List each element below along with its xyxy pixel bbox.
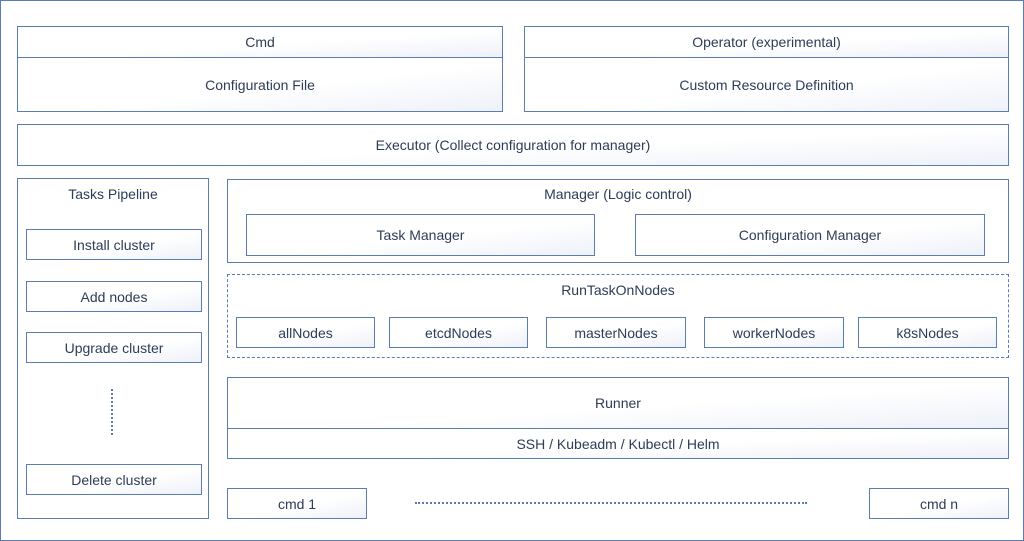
custom-resource-definition-label: Custom Resource Definition xyxy=(679,76,854,93)
operator-title: Operator (experimental) xyxy=(692,34,841,50)
pipeline-ellipsis xyxy=(111,389,113,435)
cmd-ellipsis xyxy=(415,502,807,504)
run-task-on-nodes-title: RunTaskOnNodes xyxy=(561,282,675,298)
worker-nodes-box: workerNodes xyxy=(704,317,844,348)
install-cluster-label: Install cluster xyxy=(73,236,155,253)
operator-title-box: Operator (experimental) xyxy=(524,26,1009,58)
runner-tools-label: SSH / Kubeadm / Kubectl / Helm xyxy=(516,435,720,452)
master-nodes-box: masterNodes xyxy=(546,317,686,348)
cmd-title-box: Cmd xyxy=(17,26,503,58)
configuration-manager-label: Configuration Manager xyxy=(738,227,882,243)
cmd-1-box: cmd 1 xyxy=(227,488,367,519)
upgrade-cluster-label: Upgrade cluster xyxy=(64,339,164,356)
cmd-n-box: cmd n xyxy=(869,488,1009,519)
worker-nodes-label: workerNodes xyxy=(732,324,816,341)
executor-box: Executor (Collect configuration for mana… xyxy=(17,124,1009,166)
custom-resource-definition-box: Custom Resource Definition xyxy=(524,57,1009,112)
configuration-manager-box: Configuration Manager xyxy=(635,214,985,256)
manager-title: Manager (Logic control) xyxy=(544,186,692,202)
delete-cluster-label: Delete cluster xyxy=(71,471,157,488)
etcd-nodes-label: etcdNodes xyxy=(425,324,492,341)
master-nodes-label: masterNodes xyxy=(574,324,658,341)
runner-tools-box: SSH / Kubeadm / Kubectl / Helm xyxy=(227,428,1009,459)
task-manager-box: Task Manager xyxy=(246,214,595,256)
k8s-nodes-box: k8sNodes xyxy=(858,317,997,348)
tasks-pipeline-title: Tasks Pipeline xyxy=(68,186,158,202)
add-nodes-label: Add nodes xyxy=(80,288,148,305)
runner-label: Runner xyxy=(595,395,641,411)
upgrade-cluster-box: Upgrade cluster xyxy=(26,332,202,363)
all-nodes-label: allNodes xyxy=(278,324,333,341)
add-nodes-box: Add nodes xyxy=(26,281,202,312)
executor-label: Executor (Collect configuration for mana… xyxy=(375,137,651,153)
configuration-file-label: Configuration File xyxy=(205,76,315,93)
k8s-nodes-label: k8sNodes xyxy=(896,324,959,341)
cmd-1-label: cmd 1 xyxy=(277,495,317,512)
install-cluster-box: Install cluster xyxy=(26,229,202,260)
cmd-title: Cmd xyxy=(245,34,275,50)
configuration-file-box: Configuration File xyxy=(17,57,503,112)
runner-box: Runner xyxy=(227,377,1009,429)
etcd-nodes-box: etcdNodes xyxy=(389,317,528,348)
task-manager-label: Task Manager xyxy=(376,227,465,243)
all-nodes-box: allNodes xyxy=(236,317,375,348)
delete-cluster-box: Delete cluster xyxy=(26,464,202,495)
cmd-n-label: cmd n xyxy=(919,495,959,512)
